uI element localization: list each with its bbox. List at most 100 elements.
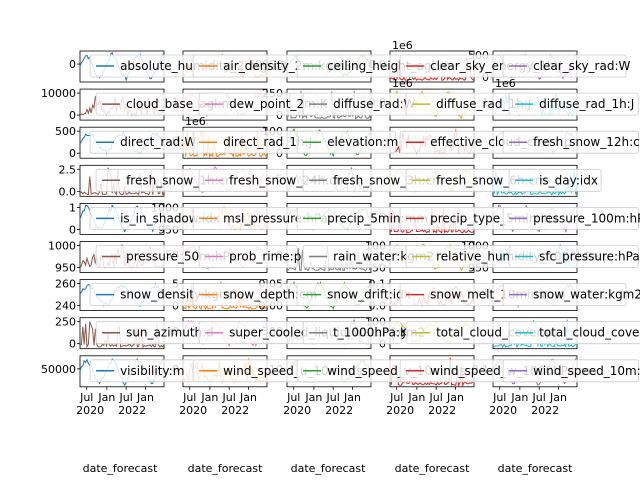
x-tick-label: Jan	[446, 391, 464, 404]
y-tick-label: 0	[482, 71, 489, 84]
x-year-label: 2020	[489, 404, 517, 417]
x-tick-label: Jan	[97, 391, 115, 404]
legend-label: t_1000hPa:K	[333, 326, 409, 340]
axis-offset-label: 1e6	[392, 77, 413, 90]
series-line	[492, 169, 578, 197]
legend: sun_azimuth:d	[95, 321, 214, 345]
series-line	[389, 56, 475, 82]
legend: elevation:m	[296, 130, 398, 154]
y-tick-label: 500	[55, 125, 76, 138]
y-tick-label: 0	[172, 300, 179, 313]
x-tick-label: Jul	[119, 391, 133, 404]
x-axis-label: date_forecast	[395, 462, 470, 475]
x-axis-label: date_forecast	[83, 462, 158, 475]
legend-frame	[296, 130, 396, 154]
y-tick-label: 0	[69, 223, 76, 236]
x-tick-label: Jul	[286, 391, 300, 404]
legend-label: snow_water:kgm2	[533, 288, 640, 302]
x-axis-label: date_forecast	[291, 462, 366, 475]
x-tick-label: Jan	[510, 391, 528, 404]
legend-frame	[508, 321, 640, 345]
legend: snow_drift:idx	[296, 283, 415, 307]
legend: wind_speed_10m:ms	[502, 359, 640, 383]
x-tick-label: Jul	[222, 391, 236, 404]
x-year-label: 2022	[428, 404, 456, 417]
x-year-label: 2022	[325, 404, 353, 417]
y-tick-label: 250	[55, 316, 76, 329]
x-tick-label: Jan	[200, 391, 218, 404]
x-tick-label: Jul	[429, 391, 443, 404]
x-tick-label: Jan	[407, 391, 425, 404]
legend: clear_sky_rad:W	[502, 54, 631, 78]
legend: sfc_pressure:hPa	[508, 245, 640, 268]
axis-offset-label: 1e6	[185, 115, 206, 128]
y-tick-label: 0	[379, 338, 386, 351]
legend: visibility:m	[89, 359, 195, 383]
legend-label: sfc_pressure:hPa	[539, 250, 640, 264]
series-line	[182, 130, 268, 159]
x-year-label: 2022	[221, 404, 249, 417]
y-tick-label: 10000	[41, 87, 76, 100]
x-year-label: 2020	[76, 404, 104, 417]
y-tick-label: 50000	[41, 363, 76, 376]
legend-frame	[502, 206, 639, 230]
x-tick-label: Jan	[549, 391, 567, 404]
y-tick-label: 0	[69, 147, 76, 160]
x-axis-label: date_forecast	[188, 462, 263, 475]
x-year-label: 2020	[179, 404, 207, 417]
legend: total_cloud_cover:p	[508, 321, 640, 345]
series-line	[79, 167, 165, 196]
y-tick-label: 240	[55, 300, 76, 313]
legend-frame	[502, 54, 627, 78]
x-tick-label: Jul	[182, 391, 196, 404]
legend: t_1000hPa:K	[302, 321, 409, 345]
x-axis-label: date_forecast	[498, 462, 573, 475]
legend-frame	[502, 283, 627, 307]
legend-label: wind_speed_10m:ms	[533, 364, 640, 378]
y-tick-label: 1	[69, 201, 76, 214]
x-year-label: 2022	[118, 404, 146, 417]
legend: diffuse_rad_1h:J	[405, 92, 536, 116]
legend-label: direct_rad:W	[120, 135, 196, 149]
legend: direct_rad_1h:J	[192, 130, 317, 154]
y-tick-label: 0	[69, 109, 76, 122]
y-tick-label: 0	[276, 109, 283, 122]
legend-frame	[502, 359, 639, 383]
y-tick-label: 0.0	[59, 185, 77, 198]
legend-frame	[508, 168, 602, 192]
series-line	[286, 246, 372, 272]
x-tick-label: Jul	[389, 391, 403, 404]
y-tick-label: 0	[69, 58, 76, 71]
legend-label: prob_rime:p	[229, 250, 301, 264]
legend: diffuse_rad:W	[302, 92, 415, 116]
legend-overlays: absolute_humidity_2m:gm3air_density_2m:k…	[89, 54, 640, 383]
x-tick-label: Jul	[79, 391, 93, 404]
x-tick-label: Jan	[136, 391, 154, 404]
x-tick-label: Jan	[304, 391, 322, 404]
series-line	[389, 357, 475, 387]
legend-label: sun_azimuth:d	[126, 326, 214, 340]
legend: fresh_snow_12h:cm	[502, 130, 640, 154]
legend-label: pressure_100m:hPa	[533, 211, 640, 225]
x-year-label: 2020	[386, 404, 414, 417]
legend-label: diffuse_rad_1h:J	[539, 97, 634, 111]
legend-label: snow_drift:idx	[327, 288, 411, 302]
legend-label: diffuse_rad_1h:J	[436, 97, 531, 111]
legend-frame	[508, 92, 639, 116]
x-year-label: 2020	[283, 404, 311, 417]
legend-frame	[502, 130, 639, 154]
legend-frame	[302, 321, 402, 345]
axis-offset-label: 1e6	[495, 77, 516, 90]
y-tick-label: 0	[276, 147, 283, 160]
legend: pressure_100m:hPa	[502, 206, 640, 230]
legend-label: is_day:idx	[539, 173, 598, 187]
y-tick-label: 1000	[48, 240, 76, 253]
x-tick-label: Jan	[343, 391, 361, 404]
legend: direct_rad:W	[89, 130, 196, 154]
y-tick-label: 2.5	[59, 163, 77, 176]
series-line	[287, 90, 372, 120]
legend-label: total_cloud_cover:p	[539, 326, 640, 340]
legend-label: fresh_snow_12h:cm	[533, 135, 640, 149]
legend: diffuse_rad_1h:J	[508, 92, 639, 116]
